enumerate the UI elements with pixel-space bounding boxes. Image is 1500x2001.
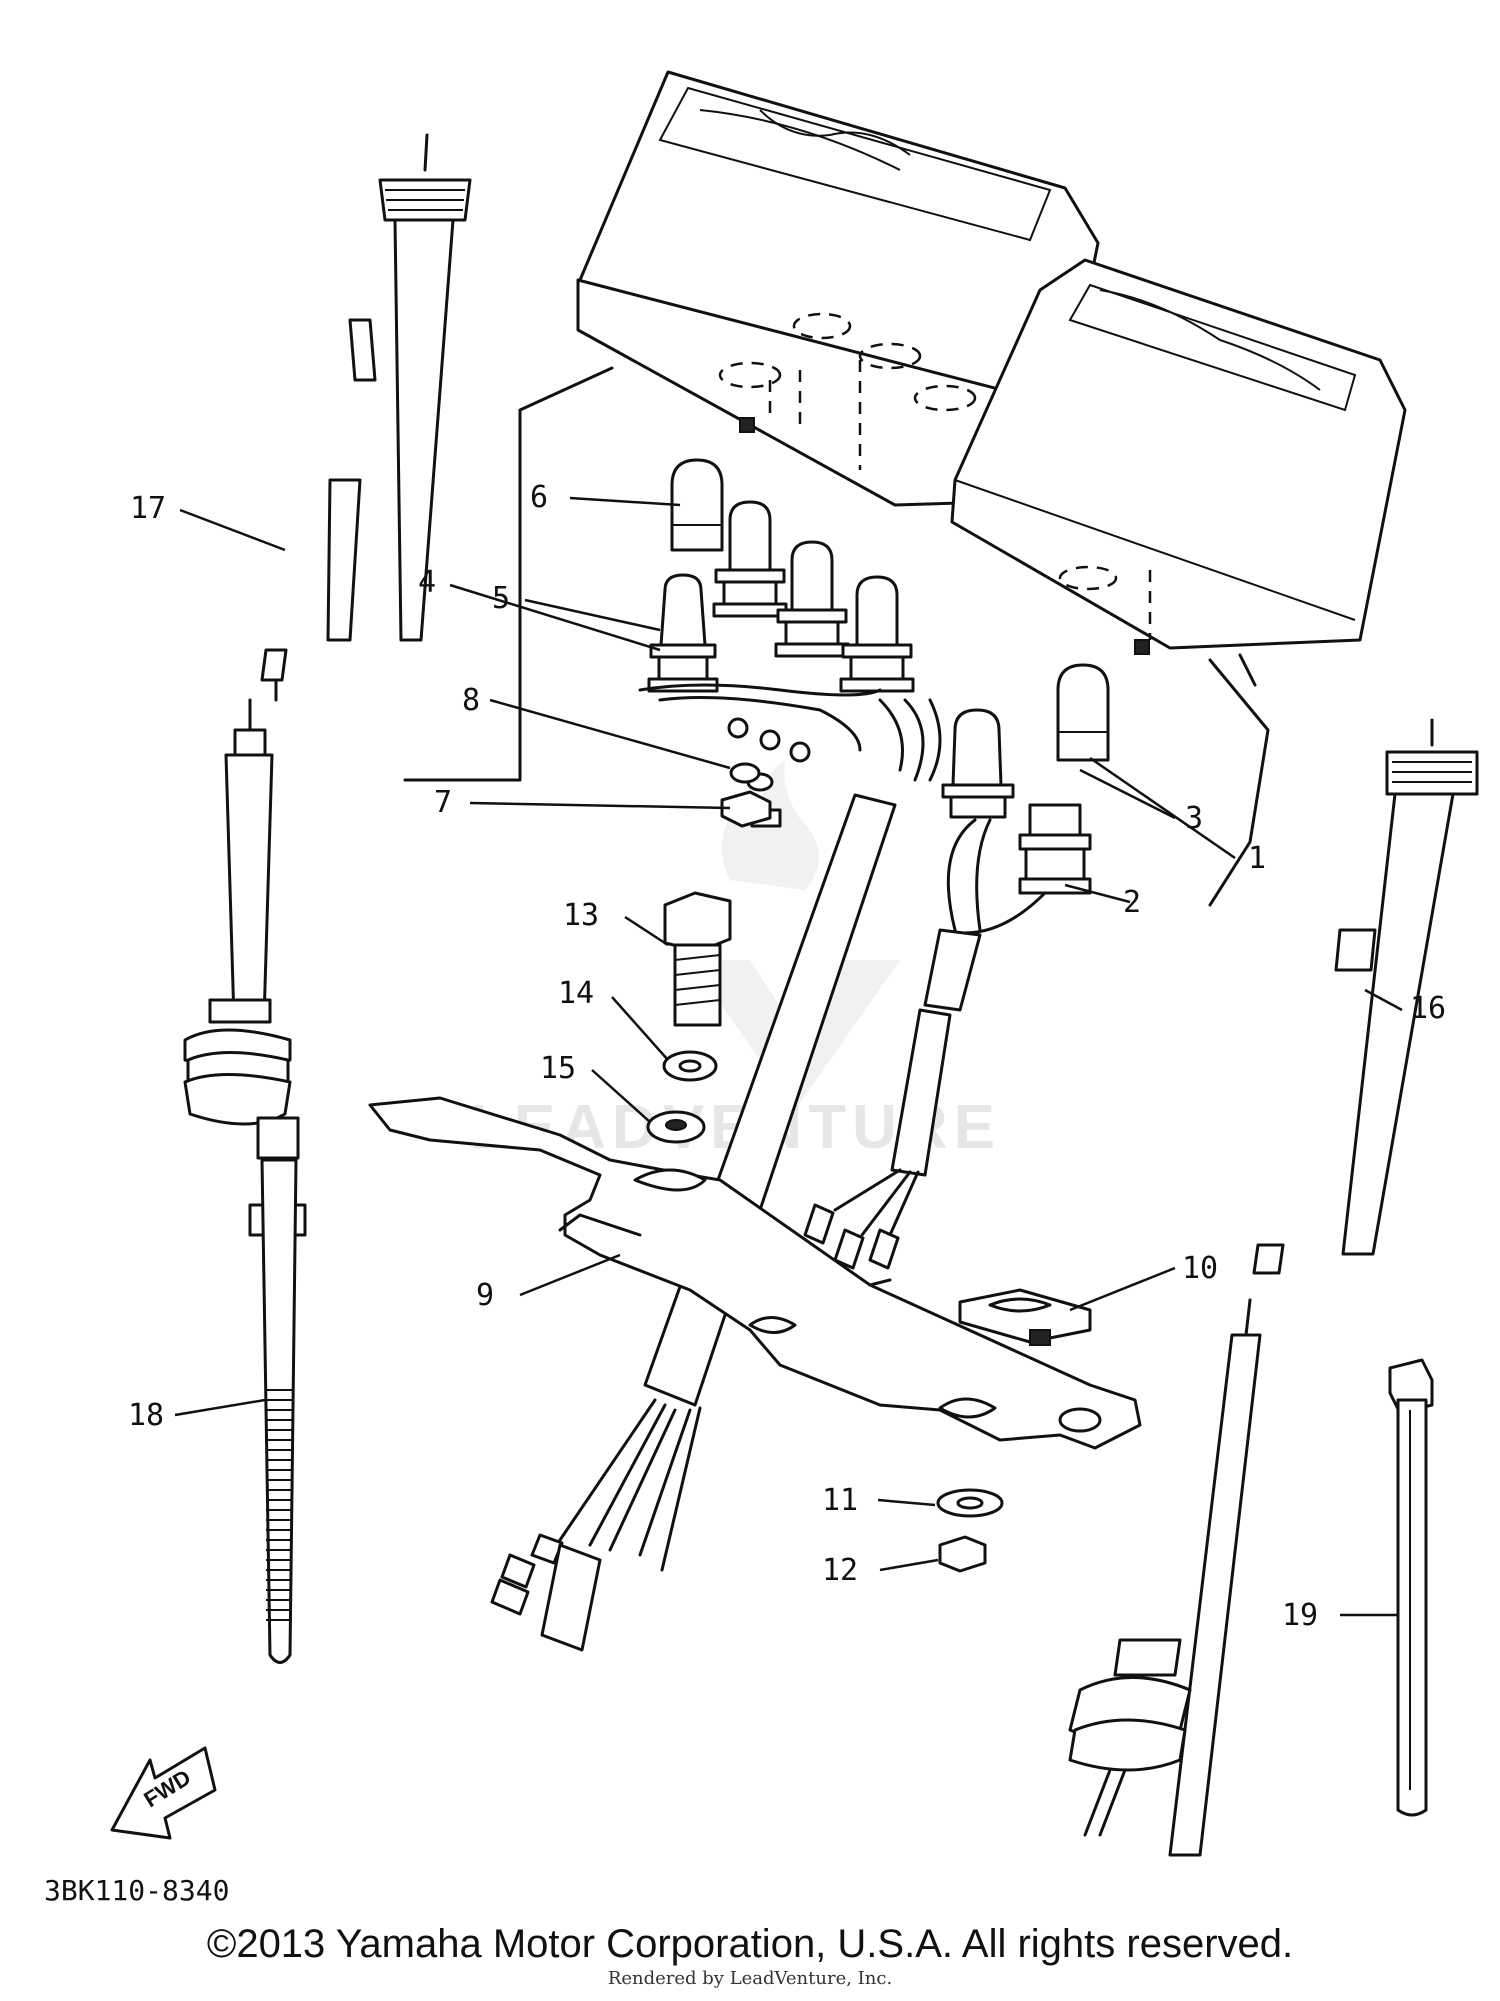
nut-12 [938,1535,987,1573]
callout-19: 19 [1282,1598,1318,1633]
callout-14: 14 [558,976,594,1011]
callout-7: 7 [434,785,452,820]
tachometer-cable-16-lower [1068,1298,1262,1857]
bulb-3 [1056,663,1110,762]
speedometer-housing [576,70,1100,507]
bulb-6 [670,458,724,552]
assembly-line-left [403,366,614,782]
washer-14 [662,1050,718,1082]
callout-6: 6 [530,480,548,515]
callout-numbers: 1 2 3 4 5 6 7 8 9 10 11 12 13 14 15 16 1… [128,480,1446,1633]
callout-10: 10 [1182,1251,1218,1286]
diagram-code: 3BK110-8340 [44,1874,229,1907]
tachometer-cable-16 [1252,718,1479,1275]
meter-bracket-9 [368,1096,1142,1450]
callout-8: 8 [462,683,480,718]
callout-9: 9 [476,1278,494,1313]
socket-harness-right [803,708,1092,1270]
callout-4: 4 [418,565,436,600]
callout-2: 2 [1123,885,1141,920]
callout-leaders [174,496,1403,1617]
callout-15: 15 [540,1051,576,1086]
callout-16: 16 [1410,991,1446,1026]
callout-12: 12 [822,1553,858,1588]
callout-5: 5 [492,581,510,616]
bolt-13 [663,891,732,1027]
speedometer-cable-17-lower [183,698,292,1126]
callout-18: 18 [128,1398,164,1433]
speedometer-cable-17 [260,133,472,702]
fwd-arrow: FWD [110,1746,217,1840]
washer-8 [729,762,761,784]
callout-3: 3 [1185,801,1203,836]
callout-11: 11 [822,1483,858,1518]
damper-10 [958,1288,1092,1346]
washer-15 [646,1110,706,1144]
callout-13: 13 [563,898,599,933]
cable-tie-19 [1388,1358,1434,1817]
tachometer-housing [950,258,1407,687]
rendered-by-notice: Rendered by LeadVenture, Inc. [607,1968,893,1989]
assembly-line-right [1208,658,1270,907]
callout-1: 1 [1248,841,1266,876]
cable-tie-18 [248,1116,307,1664]
callout-17: 17 [130,491,166,526]
washer-11 [936,1488,1004,1518]
copyright-notice: ©2013 Yamaha Motor Corporation, U.S.A. A… [206,1922,1294,1966]
nut-7 [720,790,772,828]
